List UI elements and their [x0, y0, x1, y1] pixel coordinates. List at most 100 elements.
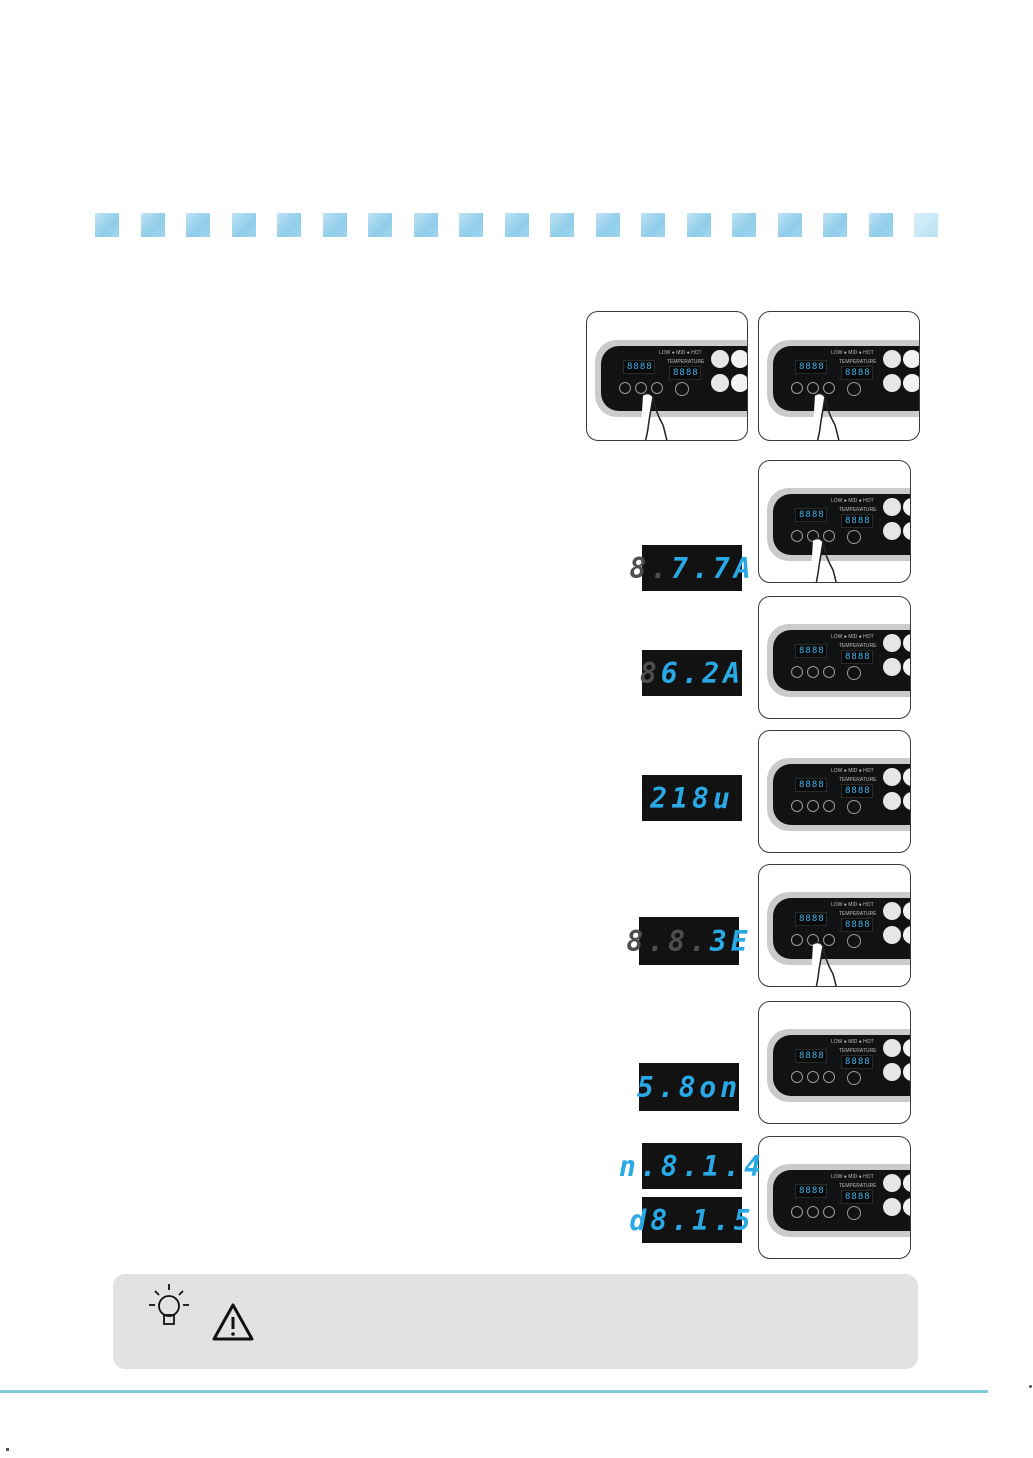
decorative-square: [186, 213, 210, 237]
down-button[interactable]: [791, 800, 803, 812]
segment-lit-digits: 5.8on: [636, 1070, 742, 1104]
segment-lit-digits: 218u: [650, 781, 734, 815]
panel-display-text: 8888: [845, 516, 871, 526]
decorative-square: [95, 213, 119, 237]
standby-button[interactable]: [883, 498, 901, 516]
center-button[interactable]: [807, 666, 819, 678]
dry-button[interactable]: [903, 1063, 910, 1081]
panel-display-text: 8888: [845, 920, 871, 930]
up-button[interactable]: [823, 530, 835, 542]
down-button[interactable]: [791, 1071, 803, 1083]
down-button[interactable]: [791, 382, 803, 394]
standby-button[interactable]: [883, 350, 901, 368]
mode-button[interactable]: [883, 522, 901, 540]
defrost-button[interactable]: [903, 1039, 910, 1057]
segment-display-7a: 8.7.7A: [629, 545, 751, 591]
tip-box: [113, 1274, 918, 1369]
decorative-square: [140, 213, 165, 237]
standby-button[interactable]: [883, 634, 901, 652]
mode-button[interactable]: [883, 1198, 901, 1216]
mode-button[interactable]: [883, 374, 901, 392]
power-button[interactable]: [847, 934, 861, 948]
up-button[interactable]: [823, 382, 835, 394]
defrost-button[interactable]: [903, 350, 919, 368]
power-button[interactable]: [847, 1206, 861, 1220]
down-button[interactable]: [791, 934, 803, 946]
dry-button[interactable]: [903, 374, 919, 392]
mode-button[interactable]: [883, 658, 901, 676]
panel-display-left: 8888: [795, 508, 827, 522]
decorative-square: [823, 213, 847, 237]
dry-button[interactable]: [903, 926, 910, 944]
warning-triangle-icon: [211, 1302, 255, 1342]
decorative-square: [595, 213, 620, 237]
defrost-button[interactable]: [903, 768, 910, 786]
dry-button[interactable]: [903, 522, 910, 540]
up-button[interactable]: [823, 666, 835, 678]
mode-button[interactable]: [883, 792, 901, 810]
up-button[interactable]: [823, 1071, 835, 1083]
decorative-square: [368, 213, 392, 237]
panel-display-text: 8888: [799, 1051, 825, 1061]
panel-display-left: 8888: [623, 360, 655, 374]
finger-press-icon: [812, 392, 840, 440]
defrost-button[interactable]: [903, 498, 910, 516]
lightbulb-icon: [147, 1282, 191, 1332]
defrost-button[interactable]: [903, 902, 910, 920]
up-button[interactable]: [651, 382, 663, 394]
dry-button[interactable]: [731, 374, 747, 392]
center-button[interactable]: [807, 382, 819, 394]
down-button[interactable]: [619, 382, 631, 394]
panel-display-left: 8888: [795, 1049, 827, 1063]
temperature-label: TEMPERATURE: [839, 911, 877, 917]
panel-display-right: 8888: [841, 784, 873, 798]
panel-display-right: 8888: [841, 650, 873, 664]
temperature-label: TEMPERATURE: [839, 359, 877, 365]
center-button[interactable]: [807, 1206, 819, 1218]
standby-button[interactable]: [883, 768, 901, 786]
finger-press-icon: [640, 392, 668, 440]
fan-speed-labels: LOW ● MID ● HOT: [659, 350, 702, 356]
panel-display-right: 8888: [841, 1055, 873, 1069]
down-button[interactable]: [791, 530, 803, 542]
segment-display-218u: 218u: [642, 775, 742, 821]
center-button[interactable]: [807, 1071, 819, 1083]
dry-button[interactable]: [903, 658, 910, 676]
center-button[interactable]: [635, 382, 647, 394]
panel-display-text: 8888: [845, 652, 871, 662]
down-button[interactable]: [791, 1206, 803, 1218]
dry-button[interactable]: [903, 792, 910, 810]
mode-button[interactable]: [711, 374, 729, 392]
power-button[interactable]: [675, 382, 689, 396]
standby-button[interactable]: [883, 1039, 901, 1057]
up-button[interactable]: [823, 1206, 835, 1218]
panel-display-left: 8888: [795, 360, 827, 374]
power-button[interactable]: [847, 666, 861, 680]
power-button[interactable]: [847, 382, 861, 396]
power-button[interactable]: [847, 1071, 861, 1085]
panel-display-text: 8888: [799, 646, 825, 656]
up-button[interactable]: [823, 934, 835, 946]
power-button[interactable]: [847, 530, 861, 544]
decorative-square: [413, 213, 438, 237]
decorative-square-strip: [95, 213, 940, 237]
power-button[interactable]: [847, 800, 861, 814]
temperature-label: TEMPERATURE: [839, 1048, 877, 1054]
dry-button[interactable]: [903, 1198, 910, 1216]
defrost-button[interactable]: [903, 634, 910, 652]
defrost-button[interactable]: [731, 350, 747, 368]
standby-button[interactable]: [883, 1174, 901, 1192]
center-button[interactable]: [807, 800, 819, 812]
defrost-button[interactable]: [903, 1174, 910, 1192]
mode-button[interactable]: [883, 1063, 901, 1081]
down-button[interactable]: [791, 666, 803, 678]
mode-button[interactable]: [883, 926, 901, 944]
up-button[interactable]: [823, 800, 835, 812]
standby-button[interactable]: [711, 350, 729, 368]
standby-button[interactable]: [883, 902, 901, 920]
